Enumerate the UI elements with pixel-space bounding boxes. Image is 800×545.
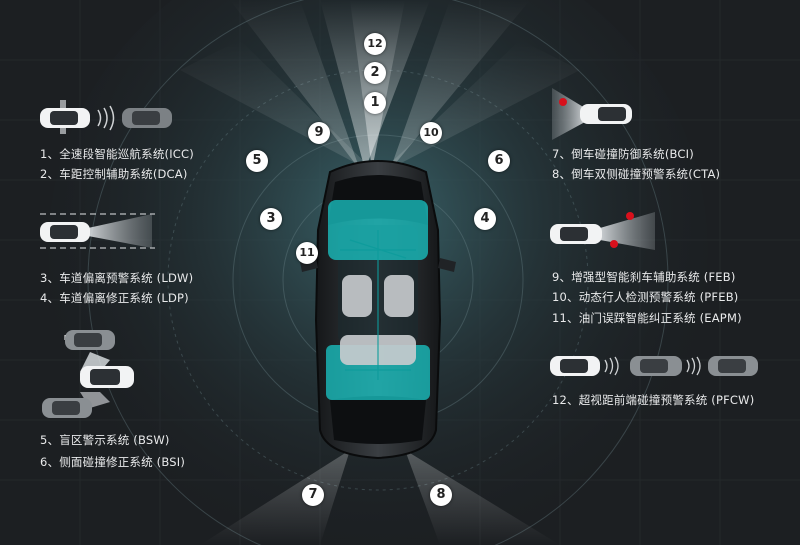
feature-label-cta: 8、倒车双侧碰撞预警系统(CTA): [552, 167, 721, 181]
feature-label-dca: 2、车距控制辅助系统(DCA): [40, 167, 188, 181]
feature-label-icc: 1、全速段智能巡航系统(ICC): [40, 147, 194, 161]
feature-label-bci: 7、倒车碰撞防御系统(BCI): [552, 147, 694, 161]
feature-label-bsi: 6、侧面碰撞修正系统 (BSI): [40, 455, 186, 469]
badge-10: 10: [420, 122, 442, 144]
badge-5: 5: [246, 150, 268, 172]
badge-2: 2: [364, 62, 386, 84]
badge-6: 6: [488, 150, 510, 172]
badge-11: 11: [296, 242, 318, 264]
badge-4: 4: [474, 208, 496, 230]
bci-cta-illustration: [552, 88, 632, 140]
badge-7: 7: [302, 484, 324, 506]
badge-3: 3: [260, 208, 282, 230]
icc-dca-illustration: [40, 100, 172, 134]
feature-label-ldw: 3、车道偏离预警系统 (LDW): [40, 271, 194, 285]
rear-radar-beams: [200, 450, 560, 545]
feature-label-pfeb: 10、动态行人检测预警系统 (PFEB): [552, 290, 739, 304]
ldw-ldp-illustration: [40, 213, 155, 249]
bsw-bsi-illustration: [42, 330, 134, 418]
feature-label-eapm: 11、油门误踩智能纠正系统 (EAPM): [552, 311, 742, 325]
badge-12: 12: [364, 33, 386, 55]
badge-9: 9: [308, 122, 330, 144]
feature-label-ldp: 4、车道偏离修正系统 (LDP): [40, 291, 189, 305]
badge-8: 8: [430, 484, 452, 506]
feb-pfeb-eapm-illustration: [550, 212, 655, 250]
main-car-top-view: [300, 160, 456, 460]
feature-label-bsw: 5、盲区警示系统 (BSW): [40, 433, 170, 447]
feature-label-pfcw: 12、超视距前端碰撞预警系统 (PFCW): [552, 393, 755, 407]
feature-label-feb: 9、增强型智能刹车辅助系统 (FEB): [552, 270, 736, 284]
pfcw-illustration: [550, 356, 758, 376]
badge-1: 1: [364, 92, 386, 114]
